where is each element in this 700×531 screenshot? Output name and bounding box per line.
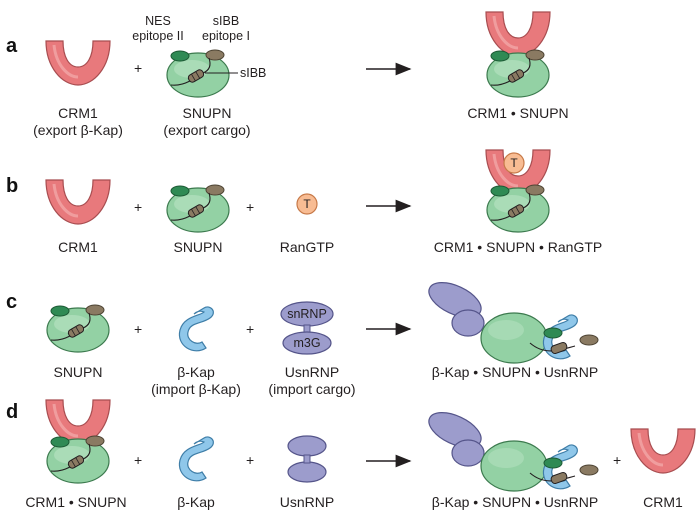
snrnp-text: snRNP [287,307,327,321]
product-label-d: β-Kap • SNUPN • UsnRNP [432,494,598,510]
complex-label-d: CRM1 • SNUPN [25,494,126,510]
usnrnp-sub-label-c: (import cargo) [268,381,355,397]
crm1-protein-a-product [484,10,552,58]
panel-a-letter: a [6,35,18,57]
rangtp-circle [296,193,318,215]
crm1-protein-a [44,39,112,87]
snupn-label-a: SNUPN [182,105,231,121]
panel-d-letter: d [6,401,18,423]
product-label-c: β-Kap • SNUPN • UsnRNP [432,364,598,380]
crm1-label-d: CRM1 [643,494,683,510]
plus-d1: + [134,452,142,468]
usnrnp-label-c: UsnRNP [285,364,339,380]
bkap-protein-c [178,306,214,352]
crm1-label-a: CRM1 [58,105,98,121]
usnrnp-stalk [303,324,311,333]
bkap-label-c: β-Kap [177,364,215,380]
product-complex-d [428,412,599,492]
snupn-protein-a-product [486,49,550,98]
rangtp-t-symbol-product: T [510,156,518,170]
panel-b-letter: b [6,175,18,197]
nes-label-line1: NES [145,14,171,28]
bkap-sub-label-c: (import β-Kap) [151,381,241,397]
m3g-lobe [282,331,332,355]
snupn-protein-b-product [486,184,550,233]
snupn-sub-label-a: (export cargo) [163,122,250,138]
plus-b2: + [246,199,254,215]
rangtp-circle-product [503,152,525,174]
plus-c2: + [246,321,254,337]
bkap-protein-d [178,436,214,482]
plus-d3: + [613,452,621,468]
crm1-label-b: CRM1 [58,239,98,255]
nes-label-line2: epitope II [132,29,183,43]
sibb-epitope-label-line2: epitope I [202,29,250,43]
sibb-helix-label: sIBB [240,66,266,80]
plus-d2: + [246,452,254,468]
plus-c1: + [134,321,142,337]
snupn-protein-b [166,184,230,233]
product-complex-c [428,282,599,364]
snupn-protein-c [46,304,110,353]
sibb-epitope-label-line1: sIBB [213,14,239,28]
snupn-label-b: SNUPN [173,239,222,255]
rangtp-t-symbol: T [303,197,311,211]
snupn-label-c: SNUPN [53,364,102,380]
m3g-text: m3G [293,336,320,350]
bkap-label-d: β-Kap [177,494,215,510]
crm1-protein-b [44,178,112,226]
crm1-sub-label-a: (export β-Kap) [33,122,123,138]
rangtp-label: RanGTP [280,239,334,255]
snupn-protein-d [46,435,110,484]
crm1-protein-d-product [629,427,697,475]
panel-c-letter: c [6,291,17,313]
product-label-b: CRM1 • SNUPN • RanGTP [434,239,603,255]
plus-a1: + [134,60,142,76]
plus-b1: + [134,199,142,215]
product-label-a: CRM1 • SNUPN [467,105,568,121]
usnrnp-protein-d [287,435,327,483]
usnrnp-label-d: UsnRNP [280,494,334,510]
